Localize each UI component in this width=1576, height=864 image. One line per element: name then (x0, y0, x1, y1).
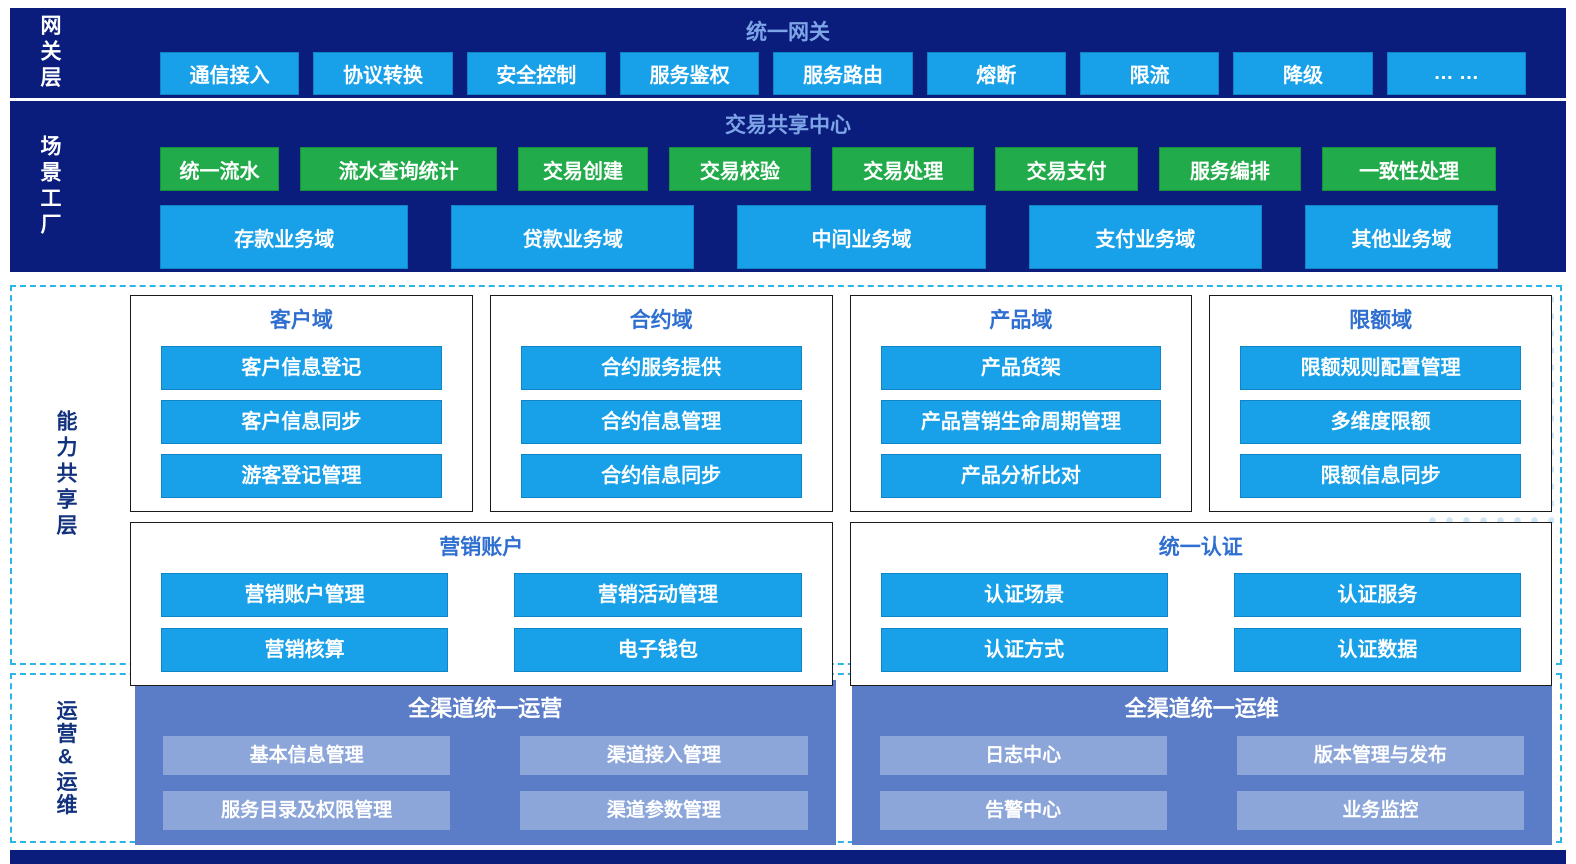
capability-item: 限额信息同步 (1240, 454, 1521, 498)
scenario-service: 服务编排 (1158, 147, 1302, 191)
capability-item: 营销核算 (161, 628, 449, 672)
capability-item: 合约信息管理 (520, 400, 802, 444)
business-domain: 其他业务域 (1304, 205, 1498, 269)
scenario-services-row: 统一流水 流水查询统计 交易创建 交易校验 交易处理 交易支付 服务编排 一致性… (160, 147, 1497, 191)
capability-sharing-band: 能力共享层 客户域 客户信息登记 客户信息同步 游客登记管理 合约域 合约服务提… (10, 285, 1562, 686)
panel-unified-maintenance: 全渠道统一运维 日志中心 版本管理与发布 告警中心 业务监控 (851, 680, 1552, 845)
group-title: 统一认证 (1158, 536, 1243, 559)
gateway-layer-label: 网关层 (38, 14, 61, 92)
gateway-item: 熔断 (926, 52, 1066, 95)
operations-item: 服务目录及权限管理 (163, 791, 451, 830)
group-items-grid: 认证场景 认证服务 认证方式 认证数据 (880, 573, 1521, 672)
group-product-domain: 产品域 产品货架 产品营销生命周期管理 产品分析比对 (849, 295, 1193, 512)
scenario-layer-label: 场景工厂 (38, 134, 61, 239)
operations-item: 渠道参数管理 (520, 791, 808, 830)
scenario-service: 交易支付 (995, 147, 1138, 191)
scenario-service: 流水查询统计 (299, 147, 498, 191)
gateway-item-ellipsis: … … (1386, 52, 1526, 95)
group-title: 营销账户 (439, 536, 524, 559)
business-domain: 存款业务域 (160, 205, 409, 269)
scenario-service: 交易校验 (668, 147, 812, 191)
panel-items-grid: 基本信息管理 渠道接入管理 服务目录及权限管理 渠道参数管理 (163, 736, 808, 830)
operations-item: 告警中心 (879, 791, 1167, 830)
gateway-item: 通信接入 (160, 52, 300, 95)
gateway-item: 服务鉴权 (619, 52, 760, 95)
business-domain: 支付业务域 (1028, 205, 1262, 269)
group-title: 限额域 (1349, 309, 1413, 332)
capability-item: 合约信息同步 (520, 454, 802, 498)
capability-item: 认证方式 (880, 628, 1168, 672)
gateway-item: 协议转换 (313, 52, 453, 95)
operations-layer-label: 运营&运维 (54, 699, 77, 817)
group-unified-auth: 统一认证 认证场景 认证服务 认证方式 认证数据 (849, 522, 1552, 686)
group-customer-domain: 客户域 客户信息登记 客户信息同步 游客登记管理 (130, 295, 473, 512)
operations-content: 全渠道统一运营 基本信息管理 渠道接入管理 服务目录及权限管理 渠道参数管理 全… (135, 680, 1552, 845)
scenario-service: 统一流水 (160, 147, 279, 191)
capability-row-2: 营销账户 营销账户管理 营销活动管理 营销核算 电子钱包 统一认证 认证场景 认… (130, 522, 1552, 686)
capability-item: 认证数据 (1233, 628, 1521, 672)
capability-item: 认证服务 (1233, 573, 1521, 617)
capability-item: 客户信息登记 (161, 346, 442, 390)
group-items-grid: 营销账户管理 营销活动管理 营销核算 电子钱包 (161, 573, 802, 672)
capability-item: 认证场景 (880, 573, 1168, 617)
operations-item: 版本管理与发布 (1236, 736, 1524, 775)
capability-item: 营销账户管理 (161, 573, 449, 617)
capability-layer-label: 能力共享层 (54, 410, 77, 540)
capability-item: 电子钱包 (514, 628, 802, 672)
capability-item: 产品货架 (880, 346, 1162, 390)
capability-row-1: 客户域 客户信息登记 客户信息同步 游客登记管理 合约域 合约服务提供 合约信息… (130, 295, 1552, 512)
gateway-layer-band: 网关层 统一网关 通信接入 协议转换 安全控制 服务鉴权 服务路由 熔断 限流 … (10, 8, 1566, 98)
gateway-item: 安全控制 (466, 52, 606, 95)
panel-unified-operation: 全渠道统一运营 基本信息管理 渠道接入管理 服务目录及权限管理 渠道参数管理 (135, 680, 836, 845)
gateway-items-row: 通信接入 协议转换 安全控制 服务鉴权 服务路由 熔断 限流 降级 … … (160, 52, 1526, 95)
group-title: 合约域 (629, 309, 693, 332)
capability-item: 多维度限额 (1240, 400, 1521, 444)
operations-item: 业务监控 (1236, 791, 1524, 830)
panel-title: 全渠道统一运维 (1124, 696, 1279, 721)
group-title: 客户域 (269, 309, 333, 332)
capability-item: 游客登记管理 (161, 454, 442, 498)
operations-band: 运营&运维 全渠道统一运营 基本信息管理 渠道接入管理 服务目录及权限管理 渠道… (10, 673, 1562, 845)
gateway-title: 统一网关 (746, 21, 830, 44)
scenario-service: 一致性处理 (1322, 147, 1497, 191)
scenario-title: 交易共享中心 (725, 114, 851, 137)
capability-item: 限额规则配置管理 (1240, 346, 1521, 390)
group-contract-domain: 合约域 合约服务提供 合约信息管理 合约信息同步 (489, 295, 833, 512)
gateway-item: 限流 (1079, 52, 1220, 95)
capability-item: 客户信息同步 (161, 400, 442, 444)
business-domain: 贷款业务域 (451, 205, 695, 269)
capability-content: 客户域 客户信息登记 客户信息同步 游客登记管理 合约域 合约服务提供 合约信息… (130, 295, 1552, 686)
capability-item: 合约服务提供 (520, 346, 802, 390)
operations-item: 渠道接入管理 (520, 736, 808, 775)
group-title: 产品域 (989, 309, 1053, 332)
operations-item: 日志中心 (879, 736, 1167, 775)
scenario-service: 交易处理 (832, 147, 975, 191)
business-domain: 中间业务域 (737, 205, 986, 269)
operations-item: 基本信息管理 (163, 736, 451, 775)
capability-item: 产品分析比对 (880, 454, 1162, 498)
group-marketing-account: 营销账户 营销账户管理 营销活动管理 营销核算 电子钱包 (130, 522, 833, 686)
panel-items-grid: 日志中心 版本管理与发布 告警中心 业务监控 (879, 736, 1524, 830)
gateway-item: 降级 (1233, 52, 1373, 95)
scenario-domains-row: 存款业务域 贷款业务域 中间业务域 支付业务域 其他业务域 (160, 205, 1498, 269)
gateway-item: 服务路由 (773, 52, 913, 95)
capability-item: 营销活动管理 (514, 573, 802, 617)
scenario-service: 交易创建 (518, 147, 648, 191)
bottom-bar (10, 850, 1566, 864)
scenario-factory-band: 场景工厂 交易共享中心 统一流水 流水查询统计 交易创建 交易校验 交易处理 交… (10, 101, 1566, 272)
group-limit-domain: 限额域 限额规则配置管理 多维度限额 限额信息同步 (1209, 295, 1552, 512)
capability-item: 产品营销生命周期管理 (880, 400, 1162, 444)
panel-title: 全渠道统一运营 (408, 696, 563, 721)
